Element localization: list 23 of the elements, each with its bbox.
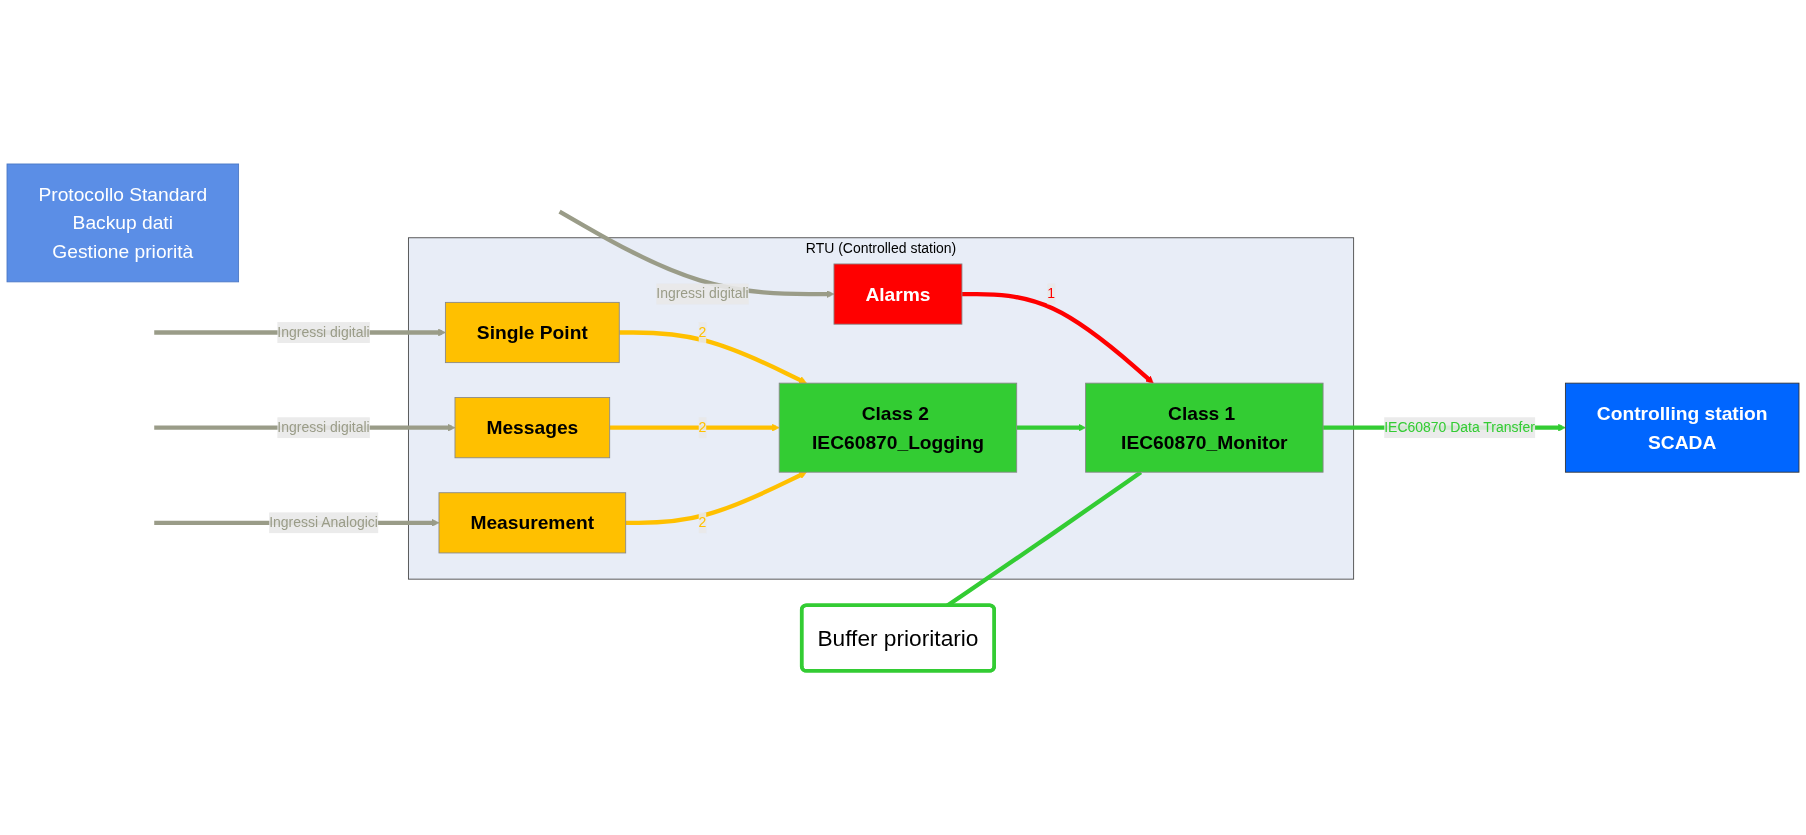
node-box: Messages [454,397,611,459]
arrow [625,471,807,526]
edge-label: Ingressi digitali [277,419,370,435]
node-box: Protocollo Standard Backup dati Gestione priorità [6,163,240,283]
edge-label: 2 [698,324,707,340]
node-box: Single Point [444,302,620,364]
arrow [619,330,807,384]
arrow [558,209,835,298]
edge-label: Ingressi Analogici [269,515,378,530]
edge-label: Ingressi digitali [656,286,749,302]
edge-label: 2 [698,515,707,530]
node-box: Class 1 IEC60870_Monitor [1085,382,1324,473]
node-box: Class 2 IEC60870_Logging [778,382,1018,473]
edge-label: 2 [698,419,707,435]
arrow [609,423,780,432]
arrow [961,292,1154,384]
edge-label: 1 [1047,286,1056,302]
node-box: Measurement [438,492,627,554]
edge-label: IEC60870 Data Transfer [1384,419,1535,435]
edge-label: Ingressi digitali [277,324,370,340]
node-box: Controlling station SCADA [1564,382,1800,473]
node-box: Alarms [833,263,963,325]
arrow [1016,423,1086,432]
